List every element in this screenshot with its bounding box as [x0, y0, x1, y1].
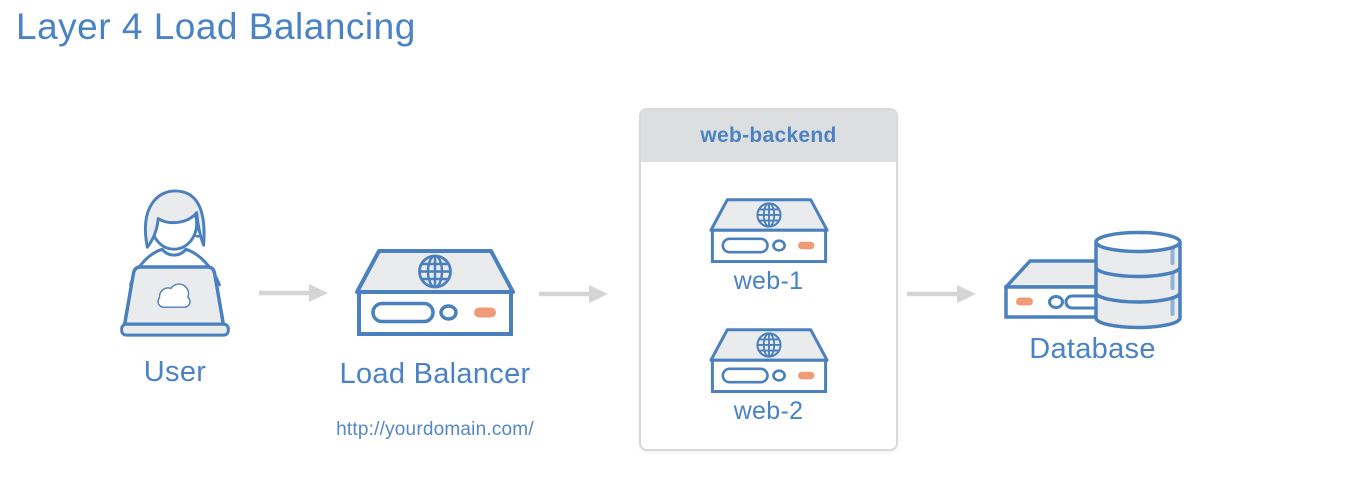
node-web-2: web-2 — [707, 326, 831, 426]
web-server-icon — [707, 196, 831, 266]
web-backend-group: web-backend web-1 web-2 — [639, 108, 898, 451]
node-load-balancer: Load Balancer http://yourdomain.com/ — [320, 246, 550, 441]
load-balancer-server-icon — [352, 246, 518, 340]
node-database: Database — [1000, 230, 1185, 366]
web-1-label: web-1 — [733, 267, 804, 295]
web-2-label: web-2 — [733, 397, 804, 425]
arrow-load-balancer-to-backend — [537, 283, 611, 305]
database-label: Database — [1029, 333, 1156, 365]
arrow-backend-to-database — [905, 283, 979, 305]
load-balancer-url: http://yourdomain.com/ — [336, 419, 534, 440]
node-web-1: web-1 — [707, 196, 831, 296]
node-user: User — [107, 186, 243, 389]
load-balancer-label: Load Balancer — [339, 358, 531, 390]
user-label: User — [143, 356, 207, 388]
web-server-icon — [707, 326, 831, 396]
web-backend-title: web-backend — [700, 124, 837, 147]
database-icon — [1002, 230, 1184, 330]
web-backend-header: web-backend — [641, 110, 896, 162]
user-laptop-icon — [112, 186, 238, 342]
page-title: Layer 4 Load Balancing — [16, 6, 416, 47]
